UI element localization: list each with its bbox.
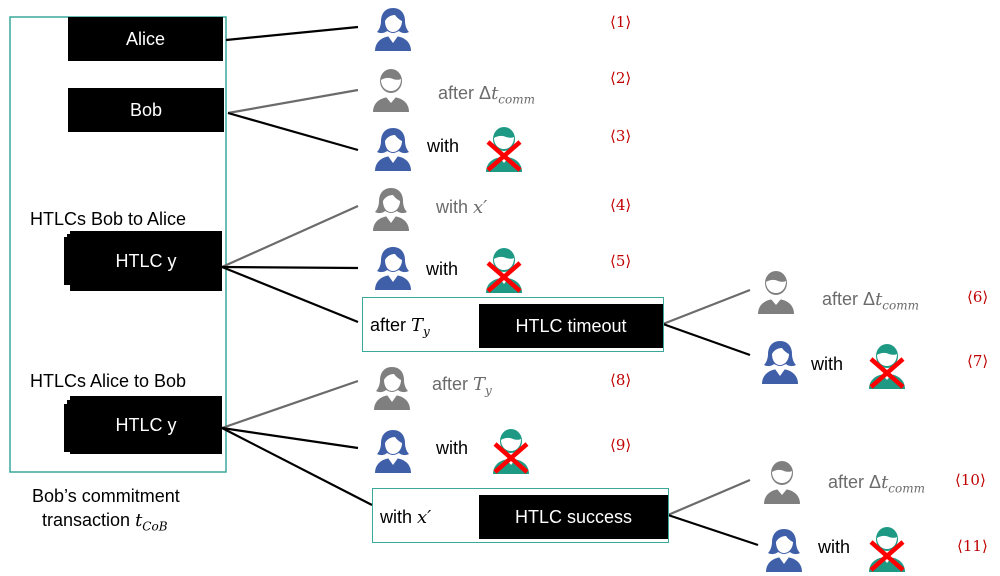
green-person-crossed-icon (486, 248, 522, 293)
branch-number-5: ⟨5⟩ (610, 252, 632, 270)
after-text: after (828, 472, 870, 492)
timeout-condition: after Ty (370, 316, 430, 338)
comm-subscript: comm (882, 298, 919, 313)
commitment-caption-text: transaction (42, 510, 136, 530)
tx-symbol: t (135, 510, 143, 531)
timeout-condition-prefix: after (370, 315, 412, 335)
branch-number-3: ⟨3⟩ (610, 127, 632, 145)
branch-number-1: ⟨1⟩ (610, 13, 632, 31)
after-text: after (822, 289, 864, 309)
alice-person-icon (375, 247, 411, 290)
bob-output-label: Bob (129, 99, 163, 120)
branch-number-6: ⟨6⟩ (967, 288, 989, 306)
branch-number-7: ⟨7⟩ (967, 352, 989, 370)
line-7 (662, 322, 751, 357)
branch-number-8: ⟨8⟩ (610, 371, 632, 389)
condition-10: after Δtcomm (828, 473, 925, 495)
htlcs-alice-to-bob-label: HTLCs Alice to Bob (30, 371, 187, 391)
htlc-success-label: HTLC success (514, 506, 633, 527)
line-timeout (221, 265, 359, 324)
htlc-y-label-1: HTLC y (115, 250, 177, 271)
condition-3: with (427, 136, 460, 156)
htlc-timeout-label: HTLC timeout (515, 315, 627, 336)
alice-person-icon (375, 128, 411, 171)
green-person-crossed-icon (869, 344, 905, 389)
tx-subscript: CoB (142, 519, 168, 534)
delta-symbol: Δ (869, 472, 882, 492)
line-4 (221, 204, 359, 269)
alice-output: Alice (68, 17, 223, 61)
branch-number-10: ⟨10⟩ (955, 471, 986, 489)
t-symbol: t (875, 289, 883, 310)
condition-7: with (811, 354, 844, 374)
condition-8: after Ty (432, 375, 492, 397)
htlc-y-label-2: HTLC y (115, 414, 177, 435)
commitment-caption-line2: transaction tCoB (42, 511, 168, 533)
after-text: after (432, 374, 474, 394)
condition-2: after Δtcomm (438, 84, 535, 106)
timeout-y-subscript: y (423, 324, 430, 339)
htlc-success-output: HTLC success (479, 495, 668, 539)
branch-number-9: ⟨9⟩ (610, 436, 632, 454)
green-person-crossed-icon (869, 527, 905, 572)
condition-5: with (426, 259, 459, 279)
after-text: after (438, 83, 480, 103)
success-condition: with x′ (380, 508, 431, 527)
alice-person-icon (766, 529, 802, 572)
comm-subscript: comm (498, 92, 535, 107)
delta-symbol: Δ (479, 83, 492, 103)
line-8 (221, 379, 359, 430)
success-condition-prefix: with (380, 507, 418, 527)
comm-subscript: comm (888, 481, 925, 496)
alice-person-icon (762, 341, 798, 384)
bob-person-icon (373, 188, 409, 231)
t-symbol: t (881, 472, 889, 493)
bob-person-icon (758, 271, 794, 314)
line-3 (227, 111, 359, 152)
alice-output-label: Alice (125, 28, 165, 49)
x-prime-symbol: x′ (473, 197, 488, 218)
bob-person-icon (373, 69, 409, 112)
branch-lines (221, 25, 759, 547)
branch-number-4: ⟨4⟩ (610, 196, 632, 214)
line-5 (221, 265, 359, 270)
htlc-timeout-tx-outline (362, 297, 664, 352)
alice-person-icon (375, 8, 411, 51)
line-6 (662, 288, 751, 326)
condition-6: after Δtcomm (822, 290, 919, 312)
htlc-timeout-output: HTLC timeout (479, 304, 663, 348)
green-person-crossed-icon (493, 429, 529, 474)
condition-4: with x′ (436, 198, 487, 217)
condition-9: with (436, 438, 469, 458)
line-10 (667, 478, 751, 517)
bob-person-icon (764, 461, 800, 504)
branch-number-2: ⟨2⟩ (610, 69, 632, 87)
line-success (221, 427, 373, 506)
alice-person-icon (375, 430, 411, 473)
line-1 (225, 25, 359, 42)
T-symbol: T (473, 374, 486, 395)
branch-number-11: ⟨11⟩ (957, 537, 988, 555)
htlc-y-output-alice-to-bob: HTLC y (70, 396, 222, 454)
y-subscript: y (485, 383, 492, 398)
line-11 (667, 513, 759, 547)
htlcs-bob-to-alice-label: HTLCs Bob to Alice (30, 209, 187, 229)
htlc-success-tx-outline (372, 488, 669, 543)
delta-symbol: Δ (863, 289, 876, 309)
htlc-y-output-bob-to-alice: HTLC y (70, 231, 222, 291)
commitment-caption-line1: Bob’s commitment (32, 486, 180, 506)
success-x-prime-symbol: x′ (417, 507, 432, 528)
condition-11: with (818, 537, 851, 557)
line-2 (227, 88, 359, 115)
green-person-crossed-icon (486, 127, 522, 172)
bob-output: Bob (68, 88, 224, 132)
with-text: with (436, 197, 474, 217)
timeout-T-symbol: T (411, 315, 424, 336)
line-9 (221, 426, 359, 450)
bob-person-icon (374, 367, 410, 410)
t-symbol: t (491, 83, 499, 104)
